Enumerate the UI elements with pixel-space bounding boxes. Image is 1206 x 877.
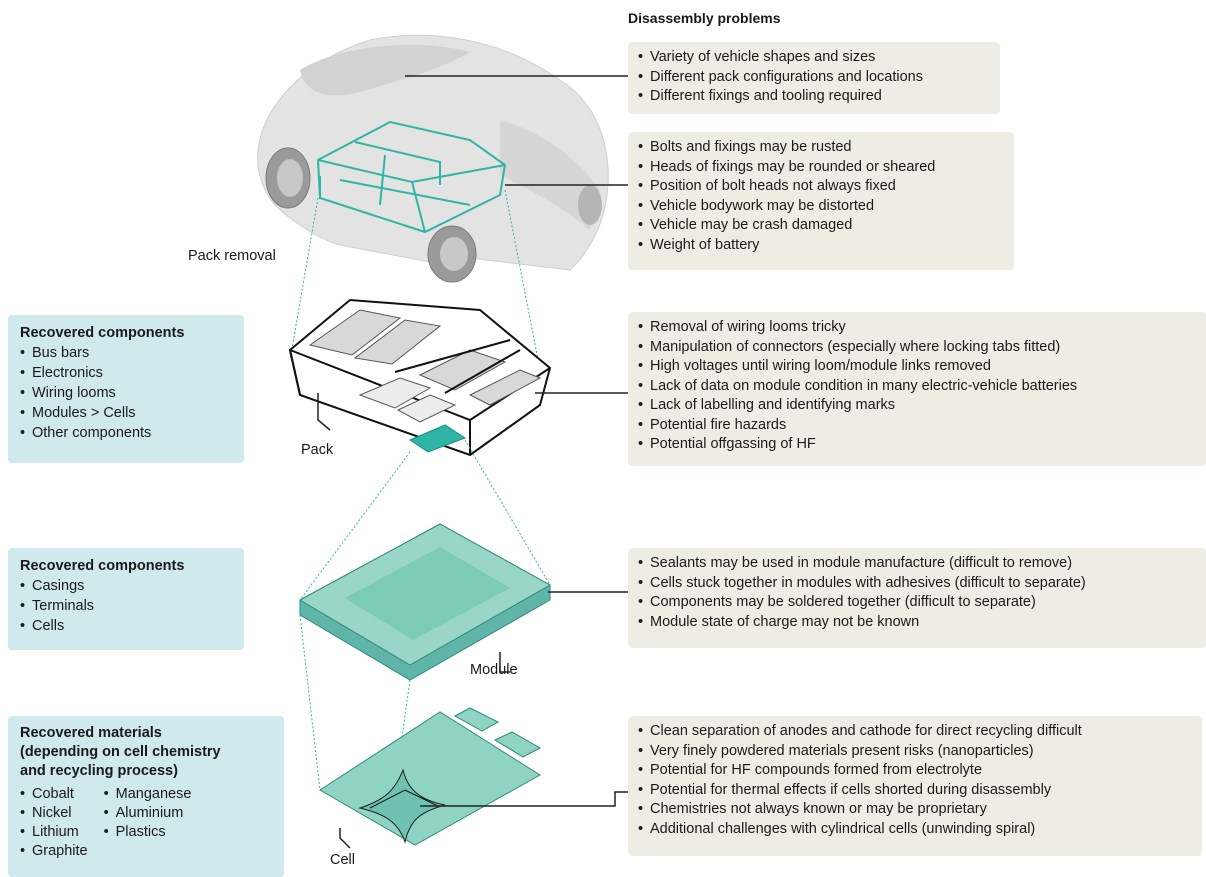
- recovered-cell-title-1: Recovered materials: [20, 725, 162, 741]
- recovered-cell-box: Recovered materials (depending on cell c…: [8, 716, 284, 877]
- recovered-module-title: Recovered components: [20, 558, 185, 574]
- list-item: Position of bolt heads not always fixed: [638, 177, 1004, 197]
- problems-cell-box: Clean separation of anodes and cathode f…: [628, 716, 1202, 856]
- problems-cell-list: Clean separation of anodes and cathode f…: [638, 722, 1192, 839]
- list-item: Manipulation of connectors (especially w…: [638, 338, 1196, 358]
- pack-label-line: [317, 393, 331, 431]
- list-item: Clean separation of anodes and cathode f…: [638, 722, 1192, 742]
- list-item: Heads of fixings may be rounded or shear…: [638, 158, 1004, 178]
- cell-illustration: [319, 707, 542, 846]
- car-battery-pack-outline: [316, 120, 507, 234]
- problems-pack-removal-list: Bolts and fixings may be rusted Heads of…: [638, 138, 1004, 255]
- battery-pack-dividers: [394, 339, 521, 394]
- list-item: Additional challenges with cylindrical c…: [638, 820, 1192, 840]
- recovered-materials-columns: Cobalt Nickel Lithium Graphite Manganese…: [20, 785, 272, 861]
- battery-pack-highlight-module: [408, 424, 467, 453]
- list-item: Modules > Cells: [20, 403, 232, 423]
- problems-module-box: Sealants may be used in module manufactu…: [628, 548, 1206, 648]
- list-item: Wiring looms: [20, 383, 232, 403]
- recovered-materials-col1: Cobalt Nickel Lithium Graphite: [20, 785, 88, 861]
- list-item: Nickel: [20, 804, 88, 823]
- list-item: Lack of data on module condition in many…: [638, 377, 1196, 397]
- list-item: Potential fire hazards: [638, 416, 1196, 436]
- problems-pack-box: Removal of wiring looms tricky Manipulat…: [628, 312, 1206, 466]
- recovered-materials-col2: Manganese Aluminium Plastics: [104, 785, 192, 861]
- list-item: Different pack configurations and locati…: [638, 68, 990, 88]
- label-pack-removal: Pack removal: [188, 248, 276, 264]
- projection-lines-pack-module: [299, 439, 551, 601]
- list-item: Removal of wiring looms tricky: [638, 318, 1196, 338]
- list-item: Sealants may be used in module manufactu…: [638, 554, 1196, 574]
- list-item: Cells stuck together in modules with adh…: [638, 574, 1196, 594]
- list-item: Potential for HF compounds formed from e…: [638, 761, 1192, 781]
- list-item: Lack of labelling and identifying marks: [638, 396, 1196, 416]
- list-item: Variety of vehicle shapes and sizes: [638, 48, 990, 68]
- recovered-pack-box: Recovered components Bus bars Electronic…: [8, 315, 244, 463]
- list-item: Module state of charge may not be known: [638, 613, 1196, 633]
- recovered-pack-list: Bus bars Electronics Wiring looms Module…: [20, 343, 232, 443]
- list-item: Bolts and fixings may be rusted: [638, 138, 1004, 158]
- recovered-cell-title-2: (depending on cell chemistry: [20, 744, 221, 760]
- problems-pack-list: Removal of wiring looms tricky Manipulat…: [638, 318, 1196, 455]
- recovered-module-list: Casings Terminals Cells: [20, 576, 232, 636]
- list-item: Potential offgassing of HF: [638, 435, 1196, 455]
- list-item: Cells: [20, 616, 232, 636]
- list-item: Weight of battery: [638, 236, 1004, 256]
- list-item: Graphite: [20, 842, 88, 861]
- list-item: Cobalt: [20, 785, 88, 804]
- list-item: Vehicle may be crash damaged: [638, 216, 1004, 236]
- problems-pack-removal-box: Bolts and fixings may be rusted Heads of…: [628, 132, 1014, 270]
- recovered-pack-title: Recovered components: [20, 325, 185, 341]
- car-illustration: [257, 34, 609, 283]
- list-item: Electronics: [20, 363, 232, 383]
- problems-vehicle-box: Variety of vehicle shapes and sizes Diff…: [628, 42, 1000, 114]
- leader-line-cell: [420, 791, 628, 807]
- list-item: Aluminium: [104, 804, 192, 823]
- list-item: Other components: [20, 423, 232, 443]
- list-item: Plastics: [104, 823, 192, 842]
- list-item: Bus bars: [20, 343, 232, 363]
- module-illustration: [298, 523, 552, 681]
- list-item: Chemistries not always known or may be p…: [638, 800, 1192, 820]
- cell-label-line: [339, 828, 351, 849]
- list-item: High voltages until wiring loom/module l…: [638, 357, 1196, 377]
- battery-pack-internals: [308, 309, 542, 423]
- label-module: Module: [470, 662, 518, 678]
- list-item: Components may be soldered together (dif…: [638, 593, 1196, 613]
- label-pack: Pack: [301, 442, 334, 458]
- list-item: Casings: [20, 576, 232, 596]
- list-item: Terminals: [20, 596, 232, 616]
- recovered-module-box: Recovered components Casings Terminals C…: [8, 548, 244, 650]
- problems-module-list: Sealants may be used in module manufactu…: [638, 554, 1196, 632]
- list-item: Vehicle bodywork may be distorted: [638, 197, 1004, 217]
- list-item: Lithium: [20, 823, 88, 842]
- page-title: Disassembly problems: [628, 10, 781, 26]
- projection-lines-car-pack: [289, 189, 541, 371]
- list-item: Very finely powdered materials present r…: [638, 742, 1192, 762]
- module-label-line: [499, 652, 510, 673]
- list-item: Manganese: [104, 785, 192, 804]
- problems-vehicle-list: Variety of vehicle shapes and sizes Diff…: [638, 48, 990, 107]
- recovered-cell-title-3: and recycling process): [20, 763, 178, 779]
- list-item: Different fixings and tooling required: [638, 87, 990, 107]
- list-item: Potential for thermal effects if cells s…: [638, 781, 1192, 801]
- label-cell: Cell: [330, 852, 355, 868]
